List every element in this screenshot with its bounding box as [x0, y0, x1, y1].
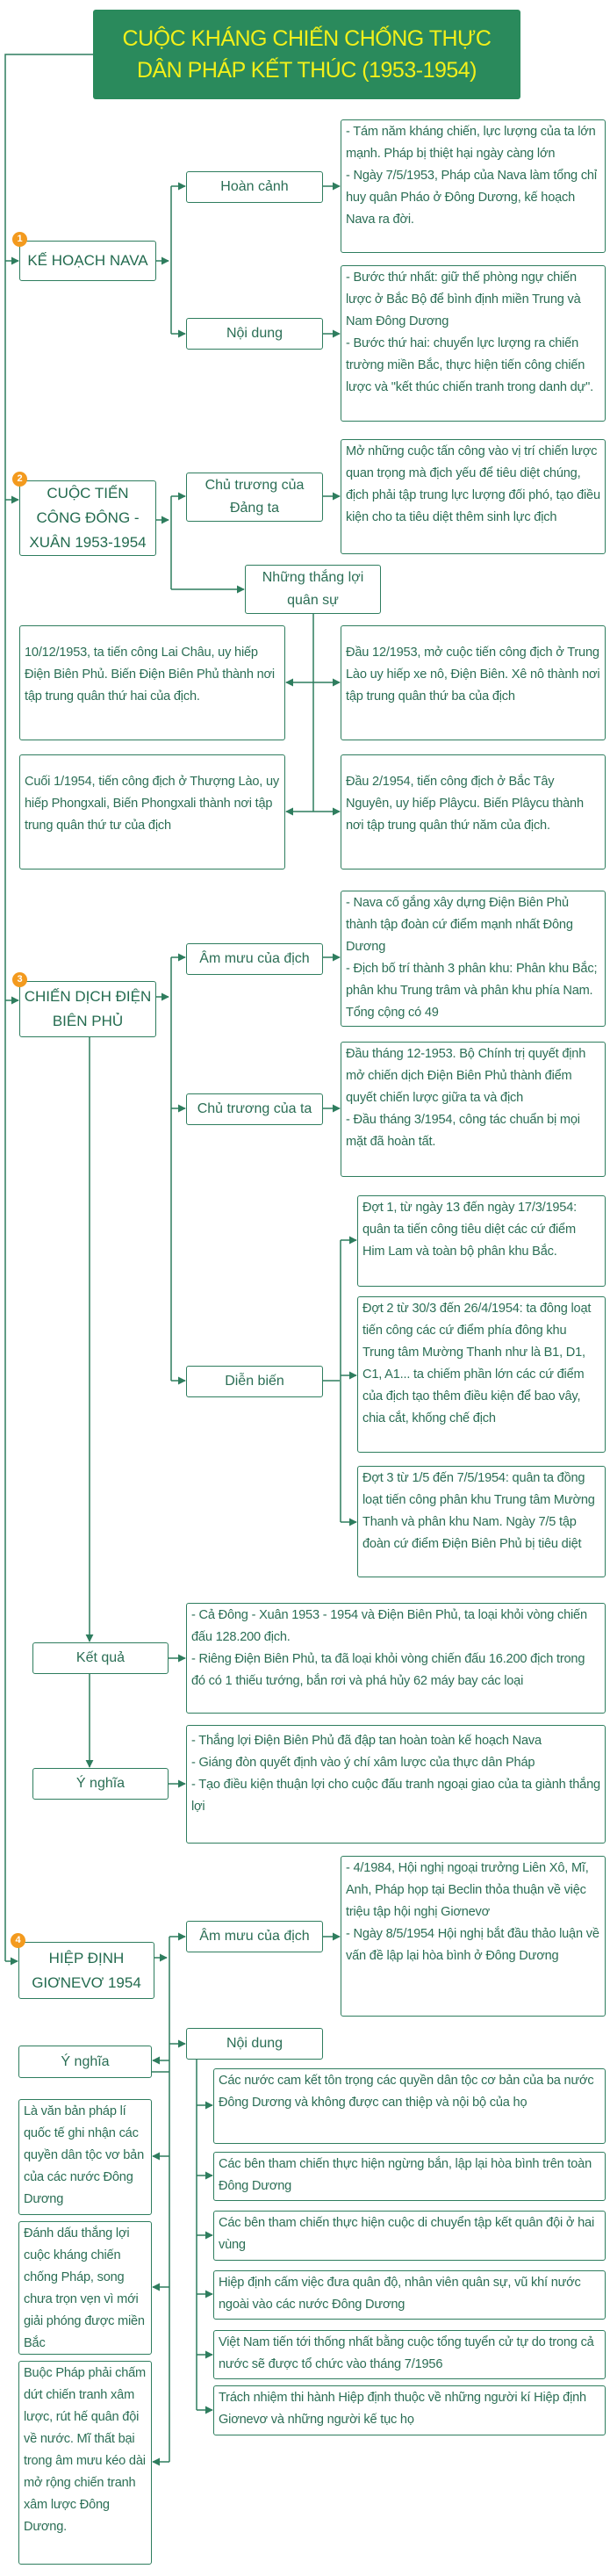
node-y-nghia-dbp: Ý nghĩa: [32, 1768, 169, 1800]
meaning-item: Buộc Pháp phải chấm dứt chiến tranh xâm …: [18, 2361, 152, 2565]
content-item: Hiệp định cấm việc đưa quân độ, nhân viê…: [213, 2270, 606, 2320]
content-item: Việt Nam tiến tới thống nhất bằng cuộc t…: [213, 2330, 606, 2379]
phase-3: Đợt 3 từ 1/5 đến 7/5/1954: quân ta đồng …: [357, 1466, 606, 1577]
node-thang-loi-quan-su: Những thắng lợi quân sự: [245, 565, 381, 614]
node-chu-truong-dang: Chủ trương của Đảng ta: [186, 473, 323, 522]
number-badge-2: 2: [12, 472, 27, 487]
node-ket-qua: Kết quả: [32, 1642, 169, 1674]
content-item: Các nước cam kết tôn trọng các quyền dân…: [213, 2068, 606, 2144]
node-ke-hoach-nava: KẾ HOẠCH NAVA: [19, 241, 156, 281]
text-chu-truong-dang: Mở những cuộc tấn công vào vị trí chiến …: [341, 439, 606, 554]
content-item: Các bên tham chiến thực hiện ngừng bắn, …: [213, 2152, 606, 2201]
text-am-muu-dich: - Nava cố gắng xây dựng Điện Biên Phủ th…: [341, 891, 606, 1027]
victory-lai-chau: 10/12/1953, ta tiến công Lai Châu, uy hi…: [19, 625, 285, 740]
content-item: Trách nhiệm thi hành Hiệp định thuộc về …: [213, 2385, 606, 2435]
text-chu-truong-ta: Đầu tháng 12-1953. Bộ Chính trị quyết đị…: [341, 1042, 606, 1177]
number-badge-3: 3: [12, 972, 27, 987]
content-item: Các bên tham chiến thực hiện cuộc di chu…: [213, 2211, 606, 2261]
meaning-item: Là văn bản pháp lí quốc tế ghi nhận các …: [18, 2099, 152, 2215]
text-y-nghia-dbp: - Thắng lợi Điện Biên Phủ đã đập tan hoà…: [186, 1725, 606, 1844]
text-hoan-canh: - Tám năm kháng chiến, lực lượng của ta …: [341, 119, 606, 253]
victory-thuong-lao: Cuối 1/1954, tiến công địch ở Thượng Lào…: [19, 754, 285, 869]
node-tien-cong-dong-xuan: CUỘC TIẾN CÔNG ĐÔNG - XUÂN 1953-1954: [19, 480, 156, 556]
victory-trung-lao: Đầu 12/1953, mở cuộc tiến công địch ở Tr…: [341, 625, 606, 740]
text-am-muu-dich-gionevo: - 4/1984, Hội nghị ngoại trưởng Liên Xô,…: [341, 1856, 606, 2017]
node-hiep-dinh-gionevo: HIỆP ĐỊNH GIƠNEVƠ 1954: [18, 1942, 154, 1999]
phase-2: Đợt 2 từ 30/3 đến 26/4/1954: ta đông loạ…: [357, 1296, 606, 1453]
diagram-title: CUỘC KHÁNG CHIẾN CHỐNG THỰC DÂN PHÁP KẾT…: [93, 10, 520, 99]
text-noi-dung: - Bước thứ nhất: giữ thế phòng ngự chiến…: [341, 265, 606, 422]
victory-bac-tay-nguyen: Đầu 2/1954, tiến công địch ở Bắc Tây Ngu…: [341, 754, 606, 869]
meaning-item: Đánh dấu thắng lợi cuộc kháng chiến chốn…: [18, 2221, 152, 2355]
node-chu-truong-ta: Chủ trương của ta: [186, 1093, 323, 1125]
node-chien-dich-dien-bien-phu: CHIẾN DỊCH ĐIỆN BIÊN PHỦ: [19, 981, 156, 1037]
text-ket-qua: - Cả Đông - Xuân 1953 - 1954 và Điện Biê…: [186, 1603, 606, 1714]
number-badge-1: 1: [12, 232, 27, 247]
node-am-muu-dich-gionevo: Âm mưu của địch: [186, 1921, 323, 1952]
node-noi-dung: Nội dung: [186, 318, 323, 350]
node-dien-bien: Diễn biến: [186, 1366, 323, 1397]
node-am-muu-dich: Âm mưu của địch: [186, 943, 323, 975]
node-hoan-canh: Hoàn cảnh: [186, 171, 323, 203]
node-noi-dung-gionevo: Nội dung: [186, 2028, 323, 2060]
node-y-nghia-gionevo: Ý nghĩa: [18, 2046, 152, 2078]
phase-1: Đợt 1, từ ngày 13 đến ngày 17/3/1954: qu…: [357, 1195, 606, 1287]
number-badge-4: 4: [11, 1933, 25, 1948]
